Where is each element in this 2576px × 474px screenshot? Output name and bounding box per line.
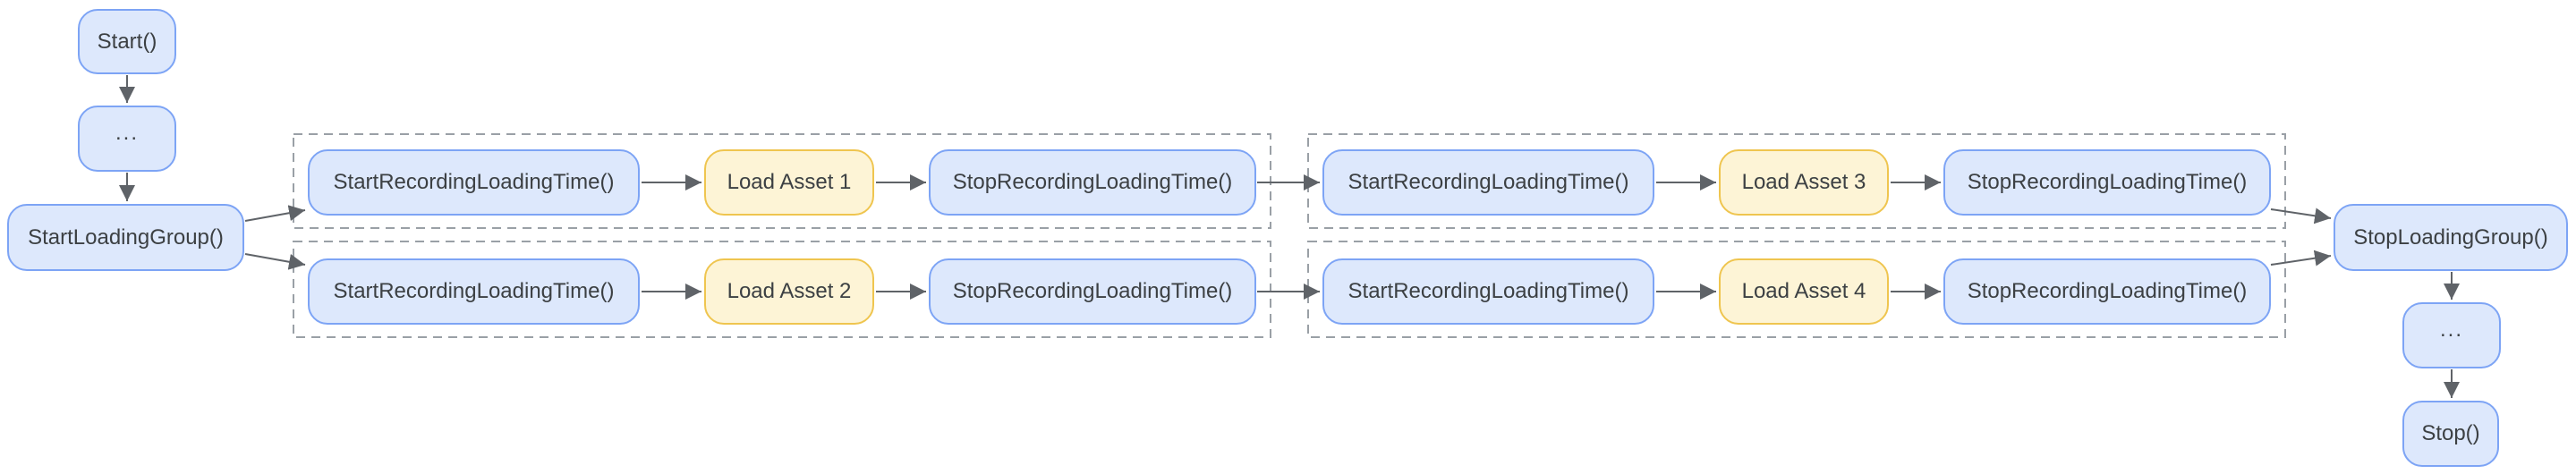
- arrow-startloadinggroup-to-row1: [244, 205, 306, 222]
- step-label: StartRecordingLoadingTime(): [1348, 170, 1629, 194]
- step-g1r1-stop-recording: StopRecordingLoadingTime(): [929, 149, 1256, 216]
- step-load-asset-4: Load Asset 4: [1719, 258, 1889, 325]
- step-label: StopRecordingLoadingTime(): [1967, 279, 2248, 303]
- step-g1r2-start-recording: StartRecordingLoadingTime(): [308, 258, 640, 325]
- node-ellipsis-bottom-label: ...: [2439, 317, 2463, 342]
- step-load-asset-2: Load Asset 2: [704, 258, 874, 325]
- step-label: Load Asset 2: [727, 279, 852, 303]
- node-stop: Stop(): [2402, 401, 2499, 467]
- node-start-label: Start(): [97, 29, 157, 54]
- group2-row2-boundary: [1307, 241, 2286, 338]
- step-g2r1-start-recording: StartRecordingLoadingTime(): [1322, 149, 1654, 216]
- node-start-loading-group: StartLoadingGroup(): [7, 204, 244, 271]
- node-ellipsis-bottom: ...: [2402, 302, 2501, 368]
- step-label: StopRecordingLoadingTime(): [952, 170, 1233, 194]
- step-g1r2-stop-recording: StopRecordingLoadingTime(): [929, 258, 1256, 325]
- step-label: Load Asset 1: [727, 170, 852, 194]
- arrow-row2-to-stoploadinggroup: [2270, 250, 2332, 267]
- group1-row1-boundary: [293, 133, 1271, 229]
- group1-row2-boundary: [293, 241, 1271, 338]
- arrow-row1-to-stoploadinggroup: [2270, 207, 2332, 224]
- step-g2r1-stop-recording: StopRecordingLoadingTime(): [1943, 149, 2271, 216]
- node-stop-loading-group-label: StopLoadingGroup(): [2353, 224, 2548, 250]
- step-label: StopRecordingLoadingTime(): [1967, 170, 2248, 194]
- node-stop-label: Stop(): [2421, 421, 2480, 445]
- step-g2r2-start-recording: StartRecordingLoadingTime(): [1322, 258, 1654, 325]
- step-label: Load Asset 3: [1741, 170, 1866, 194]
- node-ellipsis-top-label: ...: [115, 121, 139, 145]
- step-label: StartRecordingLoadingTime(): [333, 279, 615, 303]
- step-label: StartRecordingLoadingTime(): [1348, 279, 1629, 303]
- step-label: Load Asset 4: [1741, 279, 1866, 303]
- node-ellipsis-top: ...: [78, 106, 176, 172]
- step-label: StartRecordingLoadingTime(): [333, 170, 615, 194]
- arrow-startloadinggroup-to-row2: [244, 253, 306, 270]
- step-label: StopRecordingLoadingTime(): [952, 279, 1233, 303]
- node-stop-loading-group: StopLoadingGroup(): [2334, 204, 2568, 271]
- node-start-loading-group-label: StartLoadingGroup(): [28, 224, 224, 250]
- node-start: Start(): [78, 9, 176, 74]
- step-load-asset-3: Load Asset 3: [1719, 149, 1889, 216]
- step-g1r1-start-recording: StartRecordingLoadingTime(): [308, 149, 640, 216]
- group2-row1-boundary: [1307, 133, 2286, 229]
- step-load-asset-1: Load Asset 1: [704, 149, 874, 216]
- step-g2r2-stop-recording: StopRecordingLoadingTime(): [1943, 258, 2271, 325]
